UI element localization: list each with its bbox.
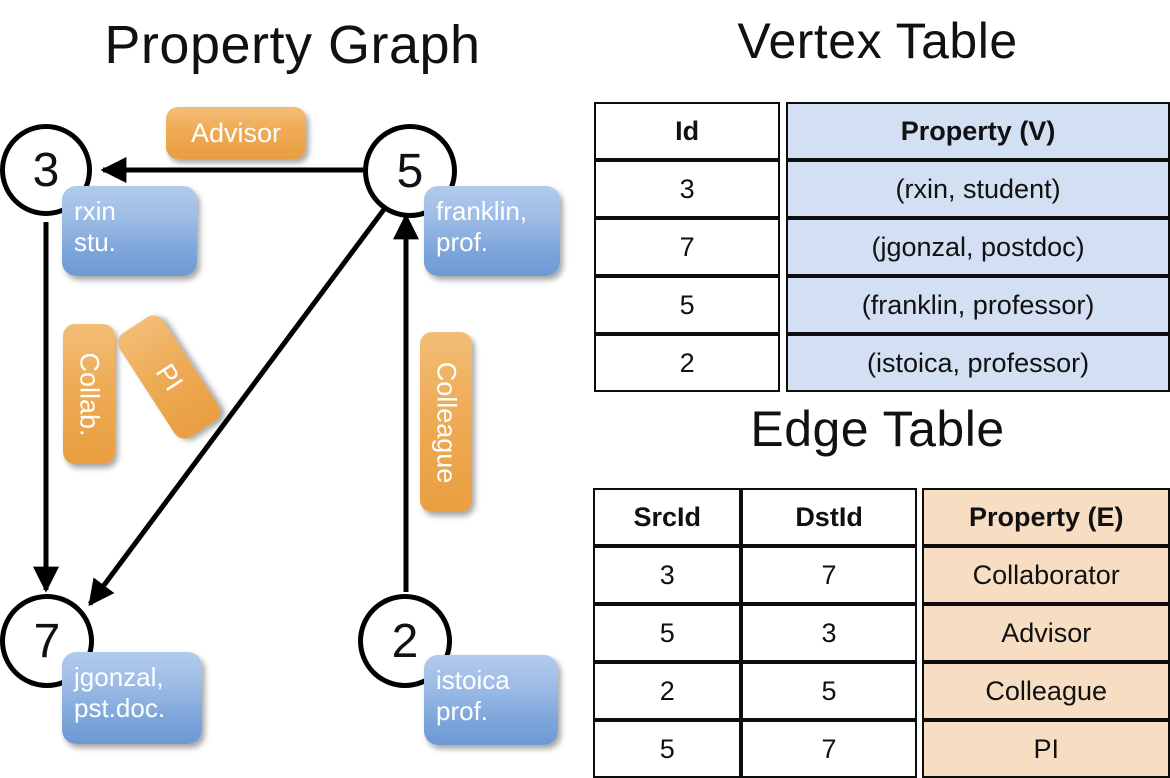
- vertex-row-2-id: 5: [594, 276, 781, 334]
- table-row[interactable]: 2 5 Colleague: [593, 662, 1170, 720]
- node-3-property-line1: rxin: [74, 196, 116, 226]
- edge-row-0-src: 3: [593, 546, 742, 604]
- edge-table-header-dstid: DstId: [741, 488, 917, 546]
- table-row[interactable]: 3 7 Collaborator: [593, 546, 1170, 604]
- edge-table-header-row: SrcId DstId Property (E): [593, 488, 1170, 546]
- graph-node-5-label: 5: [396, 144, 424, 198]
- edge-row-0-property: Collaborator: [922, 546, 1170, 604]
- vertex-table-header-property: Property (V): [786, 102, 1170, 160]
- edge-row-0-dst: 7: [741, 546, 917, 604]
- edge-row-1-dst: 3: [741, 604, 917, 662]
- vertex-row-1-id: 7: [594, 218, 781, 276]
- node-7-property-line1: jgonzal,: [74, 662, 164, 692]
- vertex-table-header-id: Id: [594, 102, 781, 160]
- table-row[interactable]: 2 (istoica, professor): [594, 334, 1170, 392]
- edge-table-column-gap: [916, 662, 923, 720]
- edge-row-3-src: 5: [593, 720, 742, 778]
- edge-row-1-property: Advisor: [922, 604, 1170, 662]
- node-3-property-line2: stu.: [74, 226, 116, 257]
- vertex-table-column-gap: [780, 102, 787, 160]
- edge-label-colleague: Colleague: [420, 332, 472, 512]
- node-5-property-line1: franklin,: [436, 196, 528, 226]
- table-row[interactable]: 3 (rxin, student): [594, 160, 1170, 218]
- graph-node-2[interactable]: 2: [358, 594, 452, 688]
- table-row[interactable]: 5 (franklin, professor): [594, 276, 1170, 334]
- edge-row-3-property: PI: [922, 720, 1170, 778]
- node-2-property-line2: prof.: [436, 695, 489, 726]
- edge-table-column-gap: [916, 604, 923, 662]
- node-5-property-line2: prof.: [436, 226, 489, 257]
- edge-table-column-gap: [916, 720, 923, 778]
- node-5-property-bubble: franklin, prof.: [424, 186, 560, 276]
- graph-node-3-label: 3: [32, 143, 60, 197]
- edge-label-advisor-text: Advisor: [190, 117, 282, 148]
- edge-5-to-7: [87, 206, 388, 607]
- edge-row-2-property: Colleague: [922, 662, 1170, 720]
- page-title-vertex-table: Vertex Table: [737, 13, 1018, 69]
- vertex-row-1-property: (jgonzal, postdoc): [786, 218, 1170, 276]
- edge-label-collab-text: Collab.: [74, 351, 105, 437]
- vertex-row-0-id: 3: [594, 160, 781, 218]
- table-row[interactable]: 7 (jgonzal, postdoc): [594, 218, 1170, 276]
- property-graph-panel: Property Graph 3 5 7 2 rxin stu. frankli…: [0, 0, 585, 760]
- vertex-table-column-gap: [780, 276, 787, 334]
- graph-node-2-label: 2: [391, 614, 419, 668]
- vertex-table-column-gap: [780, 218, 787, 276]
- edge-table-header-srcid: SrcId: [593, 488, 742, 546]
- edge-label-collab: Collab.: [63, 324, 115, 464]
- edge-label-colleague-text: Colleague: [431, 361, 462, 483]
- table-row[interactable]: 5 3 Advisor: [593, 604, 1170, 662]
- vertex-row-0-property: (rxin, student): [786, 160, 1170, 218]
- edge-label-pi-text: PI: [149, 357, 189, 396]
- graph-node-5[interactable]: 5: [363, 124, 457, 218]
- edge-table-column-gap: [916, 546, 923, 604]
- vertex-table: Id Property (V) 3 (rxin, student) 7 (jgo…: [594, 102, 1170, 392]
- edge-row-3-dst: 7: [741, 720, 917, 778]
- vertex-table-column-gap: [780, 160, 787, 218]
- edge-row-2-src: 2: [593, 662, 742, 720]
- table-row[interactable]: 5 7 PI: [593, 720, 1170, 778]
- vertex-table-header-row: Id Property (V): [594, 102, 1170, 160]
- edge-row-1-src: 5: [593, 604, 742, 662]
- node-3-property-bubble: rxin stu.: [62, 186, 197, 276]
- node-2-property-bubble: istoica prof.: [424, 655, 558, 745]
- edge-table-column-gap: [916, 488, 923, 546]
- node-2-property-line1: istoica: [436, 665, 510, 695]
- edge-table-header-property: Property (E): [922, 488, 1170, 546]
- graph-node-7-label: 7: [33, 614, 61, 668]
- vertex-row-2-property: (franklin, professor): [786, 276, 1170, 334]
- edge-label-advisor: Advisor: [166, 107, 306, 159]
- graph-edges-layer: [33, 157, 419, 607]
- vertex-table-column-gap: [780, 334, 787, 392]
- page-title-edge-table: Edge Table: [750, 401, 1005, 457]
- vertex-row-3-id: 2: [594, 334, 781, 392]
- page-title-property-graph: Property Graph: [104, 15, 481, 75]
- edge-table: SrcId DstId Property (E) 3 7 Collaborato…: [593, 488, 1170, 778]
- edge-row-2-dst: 5: [741, 662, 917, 720]
- node-7-property-bubble: jgonzal, pst.doc.: [62, 652, 202, 744]
- vertex-row-3-property: (istoica, professor): [786, 334, 1170, 392]
- node-7-property-line2: pst.doc.: [74, 692, 166, 723]
